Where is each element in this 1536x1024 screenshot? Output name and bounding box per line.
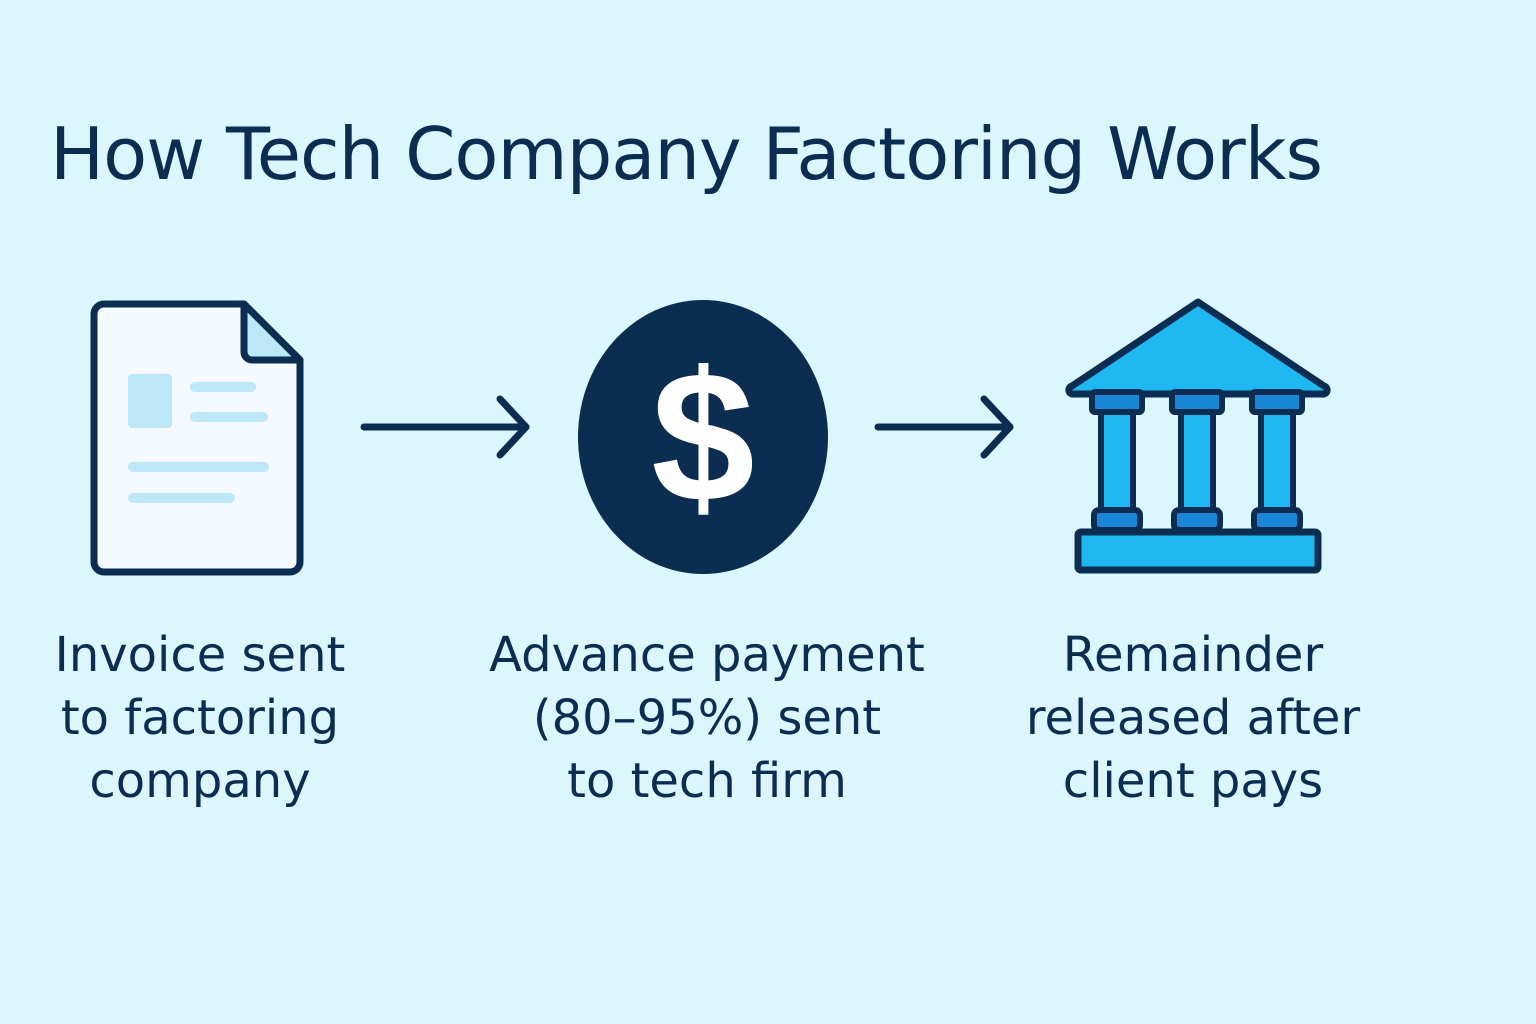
step-3-label-line: Remainder — [1062, 627, 1324, 683]
step-1-label: Invoice sent to factoring company — [0, 624, 430, 813]
step-2-label: Advance payment (80–95%) sent to tech fi… — [477, 624, 937, 813]
step-2-label-line: (80–95%) sent — [532, 690, 882, 746]
step-3-label: Remainder released after client pays — [963, 624, 1423, 813]
step-2-label-line: to tech firm — [567, 753, 847, 809]
step-1-label-line: to factoring — [60, 690, 340, 746]
step-2-label-line: Advance payment — [489, 627, 925, 683]
diagram-title: How Tech Company Factoring Works — [50, 112, 1323, 196]
step-1-label-line: Invoice sent — [54, 627, 346, 683]
step-1-label-line: company — [89, 753, 311, 809]
arrow-right-icon — [870, 392, 1030, 468]
invoice-document-icon — [88, 296, 310, 580]
dollar-symbol: $ — [651, 334, 754, 541]
step-3-label-line: client pays — [1062, 753, 1324, 809]
bank-building-icon — [1060, 292, 1336, 582]
step-3-label-line: released after — [1025, 690, 1361, 746]
dollar-coin-icon: $ — [574, 296, 834, 580]
arrow-right-icon — [356, 392, 536, 468]
